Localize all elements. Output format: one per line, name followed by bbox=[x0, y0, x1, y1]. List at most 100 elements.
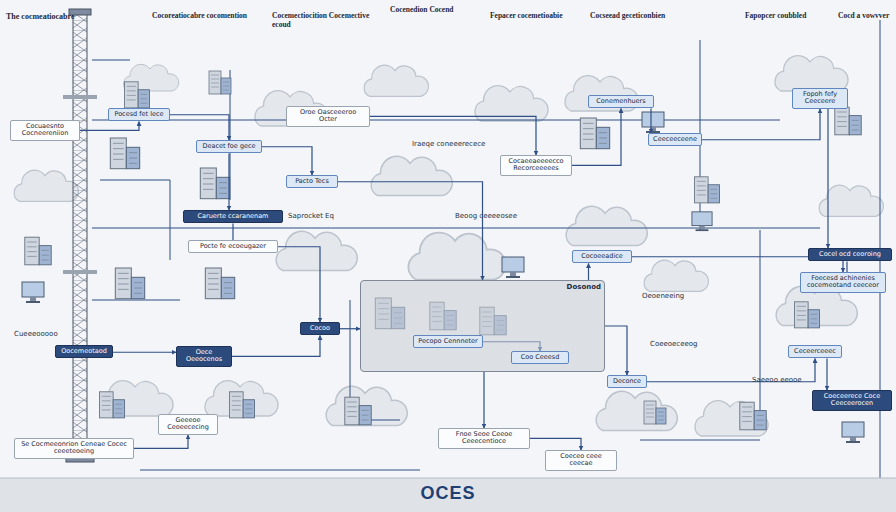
node-text: Dosonod bbox=[364, 283, 601, 291]
tower bbox=[63, 9, 97, 462]
footer-band bbox=[0, 478, 896, 512]
node-text: Conemenhuers bbox=[592, 98, 650, 105]
connector bbox=[827, 109, 828, 248]
connector bbox=[588, 263, 589, 280]
highlight-box: Cocel ocd ceoroing bbox=[808, 248, 892, 261]
wire-group bbox=[92, 20, 880, 480]
connector bbox=[650, 108, 651, 133]
node-text: Geeeoe Ceoeececing bbox=[162, 417, 214, 432]
node-text: Caruerte ccaranenam bbox=[187, 213, 279, 220]
connector bbox=[826, 358, 827, 390]
node-text: Ceceerceeec bbox=[792, 348, 838, 355]
cloud bbox=[475, 86, 548, 121]
header-label: Cocseead geceticonbien bbox=[590, 12, 665, 21]
building-group bbox=[22, 71, 864, 443]
process-box: Foecesd achinenies cocemeotand ceeceor bbox=[800, 272, 886, 293]
node-text: Pocte fe ecoeugazer bbox=[192, 243, 274, 250]
building-icon bbox=[695, 177, 720, 203]
diagram-title: The cocmeatiocabre bbox=[6, 12, 75, 21]
connector bbox=[80, 121, 139, 130]
header-label: Fepacer cocemetioabie bbox=[490, 12, 563, 21]
monitor-icon bbox=[642, 112, 664, 133]
building-icon bbox=[110, 138, 139, 169]
monitor-icon bbox=[22, 282, 44, 303]
tower-mast bbox=[73, 14, 87, 442]
connector bbox=[232, 335, 320, 356]
cloud bbox=[566, 206, 647, 245]
note-label: Saeeoo eeooe bbox=[752, 376, 802, 384]
building-icon bbox=[200, 168, 229, 199]
connector bbox=[170, 115, 229, 140]
wire bbox=[760, 230, 761, 420]
wire bbox=[92, 60, 130, 61]
node-text: Cocaeeaeeeecco Recorceeeees bbox=[504, 158, 568, 173]
header-label: Fapopcer coubbled bbox=[745, 12, 806, 21]
node-text: Cocoeeadice bbox=[576, 253, 628, 260]
node-text: Deacet foe gece bbox=[200, 143, 258, 150]
node-text: Se Cocmeeonrion Ceneae Cocec ceeeteoeing bbox=[18, 441, 130, 456]
wire bbox=[140, 470, 420, 471]
building-icon bbox=[345, 397, 371, 425]
process-box: Fnoe Seoe Ceeoe Ceeecentioce bbox=[438, 428, 530, 449]
monitor-icon bbox=[502, 257, 524, 278]
process-box: Ceeceeceene bbox=[648, 133, 702, 146]
highlight-box: Coeceerece Coce Ceeceerocen bbox=[812, 390, 892, 411]
node-text: Oroe Oasceeeroo Octer bbox=[290, 109, 366, 124]
cloud bbox=[695, 401, 768, 436]
process-box: Ceceerceeec bbox=[788, 345, 842, 358]
process-box: Coeceo ceee ceecae bbox=[545, 450, 617, 471]
building-icon bbox=[230, 392, 255, 418]
node-text: Cocoo bbox=[304, 325, 336, 332]
cloud-group bbox=[14, 56, 883, 436]
cloud bbox=[371, 156, 452, 195]
process-box: Cocoeeadice bbox=[572, 250, 632, 263]
process-box: Pocte fe ecoeugazer bbox=[188, 240, 278, 253]
node-text: Pacto Tecs bbox=[290, 178, 334, 185]
process-box: Deconce bbox=[607, 375, 647, 388]
process-box: Fopoh fefy Ceeceere bbox=[792, 88, 848, 109]
node-text: Fnoe Seoe Ceeoe Ceeecentioce bbox=[442, 431, 526, 446]
building-icon bbox=[125, 82, 150, 108]
connector bbox=[572, 108, 621, 165]
wire bbox=[640, 440, 760, 441]
header-label: Cocemectiocition Cocemective ecoud bbox=[272, 12, 382, 29]
building-icon bbox=[835, 107, 861, 135]
node-text: Coeceo ceee ceecae bbox=[549, 453, 613, 468]
process-box: Oroe Oasceeeroo Octer bbox=[286, 106, 370, 127]
process-box: Coo Ceeesd bbox=[511, 351, 569, 364]
connector bbox=[340, 328, 360, 329]
tower-platform bbox=[63, 95, 97, 99]
cloud bbox=[14, 170, 78, 201]
process-box: Cocaeeaeeeecco Recorceeeees bbox=[500, 155, 572, 176]
cloud bbox=[276, 231, 357, 270]
process-box: Pocesd fet lece bbox=[108, 108, 170, 121]
node-text: Cocuaesnto Cocneereniion bbox=[14, 123, 76, 138]
monitor-icon bbox=[692, 212, 712, 231]
connector bbox=[370, 116, 536, 155]
highlight-box: Caruerte ccaranenam bbox=[183, 210, 283, 223]
note-label: Oeoeneeing bbox=[642, 292, 684, 300]
monitor-icon bbox=[842, 422, 864, 443]
footer-rule bbox=[0, 478, 896, 479]
wire bbox=[92, 300, 180, 301]
cloud bbox=[819, 185, 883, 216]
process-box: Cocuaesnto Cocneereniion bbox=[10, 120, 80, 141]
building-icon bbox=[209, 71, 231, 94]
note-label: Iraeqe coneeerecece bbox=[412, 140, 485, 148]
wire bbox=[100, 180, 170, 260]
node-text: Coo Ceeesd bbox=[515, 354, 565, 361]
node-text: Pecopo Cennneter bbox=[417, 338, 479, 345]
process-box: Pacto Tecs bbox=[286, 175, 338, 188]
building-icon bbox=[644, 401, 666, 424]
connector bbox=[605, 326, 627, 375]
wire bbox=[92, 228, 820, 229]
connector bbox=[702, 109, 820, 140]
wire bbox=[92, 120, 780, 121]
process-box: Geeeoe Ceoeececing bbox=[158, 414, 218, 435]
connector bbox=[232, 223, 233, 240]
building-icon bbox=[25, 237, 51, 265]
note-label: Saprocket Eq bbox=[288, 212, 334, 220]
cloud bbox=[775, 56, 848, 91]
node-text: Foecesd achinenies cocemeotand ceeceor bbox=[804, 275, 882, 290]
